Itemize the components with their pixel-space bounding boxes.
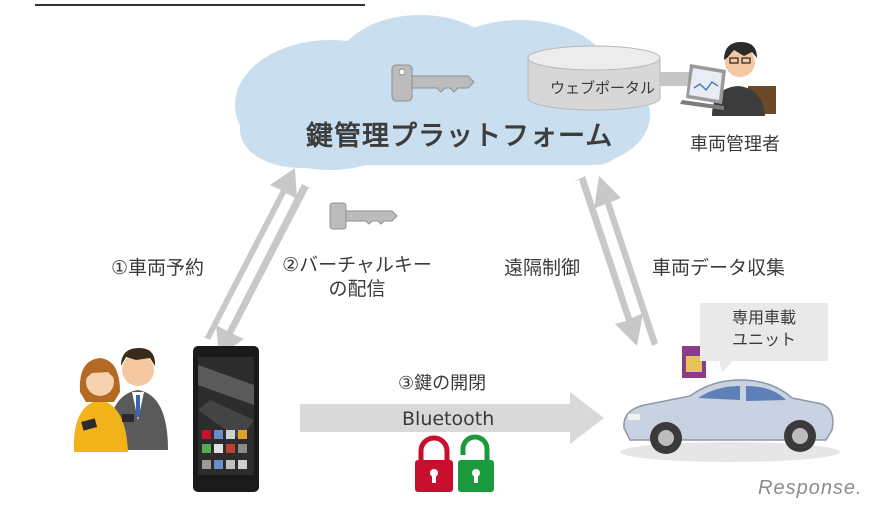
key-icon: [391, 64, 475, 102]
reserve-label: ①車両予約: [111, 257, 205, 279]
virtual-key-label-line2: の配信: [328, 278, 386, 300]
data-collection-arrow: [594, 176, 664, 346]
data-collection-label: 車両データ収集: [652, 257, 786, 279]
vehicle-unit-line1: 専用車載: [731, 308, 796, 327]
virtual-key-icon: [329, 202, 398, 230]
response-watermark: Response.: [758, 477, 863, 499]
database-icon: [527, 45, 661, 111]
remote-control-arrow: [573, 176, 643, 346]
cloud-title: 鍵管理プラットフォーム: [306, 121, 614, 152]
reserve-arrow: [198, 168, 297, 340]
remote-control-label: 遠隔制御: [504, 257, 581, 279]
virtual-key-label-line1: ②バーチャルキー: [282, 254, 432, 276]
portal-connector: [660, 72, 690, 86]
vehicle-unit-bubble: 専用車載 ユニット: [700, 303, 828, 361]
lock-unlock-label: ③鍵の開閉: [398, 373, 487, 394]
unlocked-padlock-icon: [458, 434, 494, 492]
locked-padlock-icon: [415, 435, 453, 492]
key-delivery-arrow: [216, 184, 314, 356]
admin-person-icon: [680, 42, 776, 116]
header-rule: [35, 4, 365, 6]
web-portal-label: ウェブポータル: [550, 79, 656, 97]
vehicle-unit-line2: ユニット: [731, 330, 796, 349]
bluetooth-label: Bluetooth: [402, 408, 495, 430]
smartphone-icon: [193, 346, 259, 492]
users-couple-icon: [73, 348, 168, 452]
admin-label: 車両管理者: [690, 134, 780, 155]
virtual-key-label: ②バーチャルキー の配信: [282, 253, 432, 301]
bluetooth-arrow: [300, 392, 604, 444]
car-icon: [620, 379, 840, 462]
